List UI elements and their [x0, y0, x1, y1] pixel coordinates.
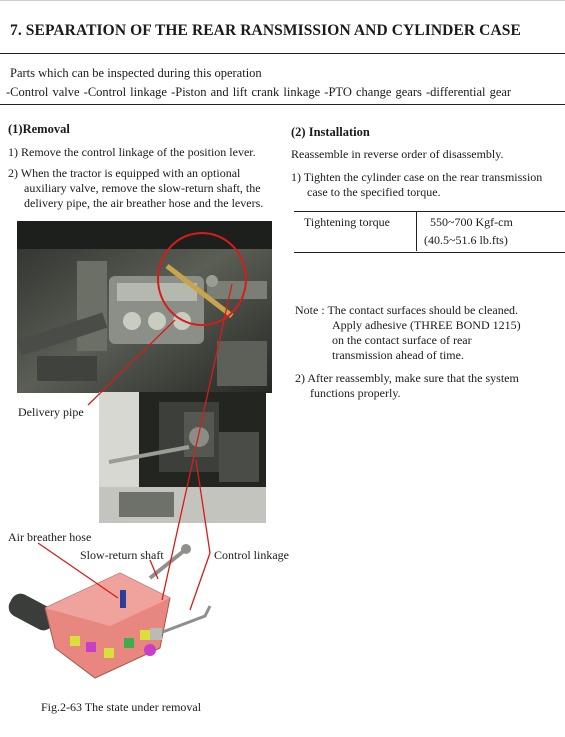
label-control-linkage: Control linkage [214, 548, 289, 562]
callout-control-linkage-upper [195, 459, 211, 554]
figure-caption: Fig.2-63 The state under removal [41, 700, 202, 714]
label-air-breather-hose: Air breather hose [8, 530, 92, 544]
callout-delivery-pipe [87, 319, 176, 406]
render-valve-housing-drawing [8, 544, 212, 679]
note-line-4: transmission ahead of time. [332, 348, 464, 362]
photo-control-valve [17, 221, 272, 393]
note-line-3: on the contact surface of rear [332, 333, 472, 347]
parts-intro: Parts which can be inspected during this… [10, 66, 262, 80]
torque-table [294, 211, 565, 253]
torque-value-line-2: (40.5~51.6 lb.fts) [424, 233, 508, 247]
removal-step-2-line-1: 2) When the tractor is equipped with an … [8, 166, 241, 180]
callout-slow-return [149, 559, 159, 580]
note-line-2: Apply adhesive (THREE BOND 1215) [332, 318, 521, 332]
removal-step-2-line-2: auxiliary valve, remove the slow-return … [24, 181, 261, 195]
callout-control-linkage-lower [189, 552, 211, 611]
torque-table-divider [416, 211, 417, 251]
note-line-1: Note : The contact surfaces should be cl… [295, 303, 519, 317]
photo-control-valve-drawing [17, 221, 272, 393]
callout-slow-return-line-1 [161, 283, 233, 601]
installation-step-2-line-2: functions properly. [310, 386, 401, 400]
removal-step-2-line-3: delivery pipe, the air breather hose and… [24, 196, 264, 210]
installation-step-1-line-1: 1) Tighten the cylinder case on the rear… [291, 170, 543, 184]
torque-value-line-1: 550~700 Kgf-cm [430, 215, 513, 229]
parts-list: -Control valve -Control linkage -Piston … [6, 85, 512, 99]
page-title: 7. SEPARATION OF THE REAR RANSMISSION AN… [10, 22, 521, 39]
installation-step-2-line-1: 2) After reassembly, make sure that the … [295, 371, 519, 385]
removal-heading: (1)Removal [8, 122, 70, 136]
render-valve-housing [0, 538, 230, 688]
label-delivery-pipe: Delivery pipe [18, 405, 84, 419]
removal-step-1: 1) Remove the control linkage of the pos… [8, 145, 256, 159]
torque-label: Tightening torque [304, 215, 390, 229]
installation-intro: Reassemble in reverse order of disassemb… [291, 147, 504, 161]
installation-step-1-line-2: case to the specified torque. [307, 185, 441, 199]
callout-air-breather [37, 542, 119, 599]
title-box [0, 0, 565, 54]
parts-box [0, 62, 565, 105]
label-slow-return-shaft: Slow-return shaft [80, 548, 164, 562]
installation-heading: (2) Installation [291, 125, 370, 139]
